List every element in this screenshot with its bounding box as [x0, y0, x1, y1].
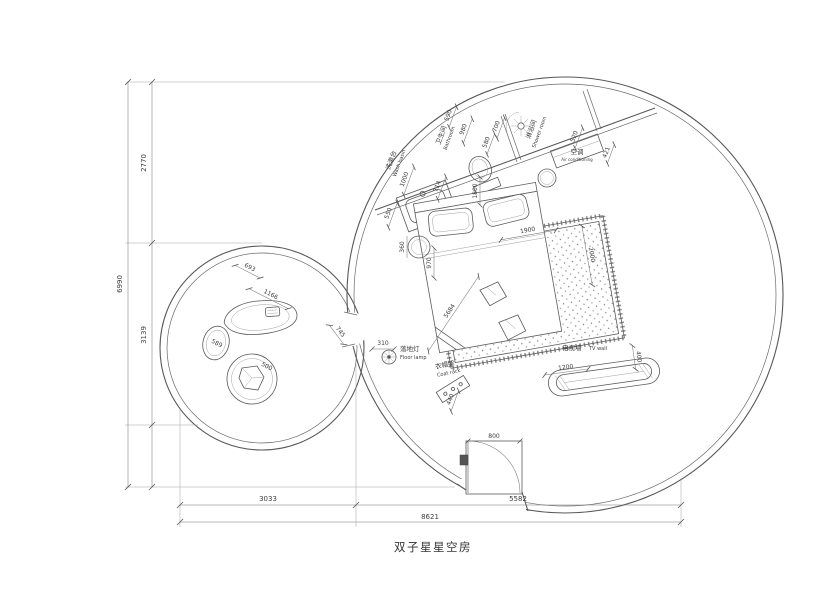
dim-bottom-left: 3033 — [259, 495, 277, 503]
shower-head-icon — [505, 111, 531, 136]
air-conditioner — [549, 133, 605, 169]
dim-2000: 2000 — [578, 223, 597, 288]
coat-rack-label: 衣帽架 Coat rack — [434, 358, 462, 379]
dim-800: 800 — [465, 433, 523, 444]
svg-text:580: 580 — [481, 136, 492, 149]
tv-wall-label: 电视墙 TV wall — [562, 343, 607, 352]
svg-text:Coat rack: Coat rack — [437, 368, 462, 379]
round-tub — [226, 353, 278, 405]
svg-text:落地灯: 落地灯 — [400, 344, 420, 353]
dim-714: 714 — [432, 173, 448, 203]
pillow-left — [427, 207, 474, 237]
annex-room-walls — [159, 245, 365, 451]
dim-310: 310 — [369, 340, 397, 352]
svg-text:421: 421 — [601, 146, 612, 159]
svg-text:2000: 2000 — [587, 247, 597, 263]
tub-pillow — [265, 306, 281, 317]
stool — [537, 168, 557, 188]
dim-left-upper: 2770 — [140, 154, 148, 172]
air-conditioner-label: 空调 Air conditioning — [561, 147, 593, 162]
svg-text:520: 520 — [569, 130, 580, 143]
dim-520: 520 — [569, 124, 585, 152]
svg-text:800: 800 — [488, 433, 500, 440]
side-stool — [202, 325, 230, 361]
junction-jamb-top — [343, 311, 358, 316]
dim-360: 360 — [399, 236, 408, 258]
dim-500: 500 — [260, 361, 274, 373]
door-vestibule — [465, 440, 523, 495]
dim-400: 400 — [629, 343, 643, 372]
svg-text:1000: 1000 — [399, 171, 411, 188]
lounge-tub — [223, 300, 298, 335]
svg-text:衣帽架: 衣帽架 — [434, 358, 455, 371]
bed — [412, 181, 563, 354]
svg-text:Floor lamp: Floor lamp — [400, 355, 427, 361]
main-room-walls — [346, 76, 784, 514]
dim-1900: 1900 — [498, 226, 559, 243]
svg-text:1900: 1900 — [520, 226, 536, 236]
junction-jamb-bottom — [341, 343, 356, 348]
dim-left-lower: 3139 — [140, 326, 148, 344]
faucet-icon — [419, 190, 426, 197]
dim-bottom-right: 5582 — [509, 495, 527, 503]
dim-589: 589 — [210, 338, 224, 350]
svg-text:Air conditioning: Air conditioning — [561, 157, 593, 162]
dim-1800: 1800 — [472, 174, 483, 208]
dim-1200: 1200 — [542, 363, 591, 379]
floor-lamp-label: 落地灯 Floor lamp — [400, 344, 427, 361]
carpet-cushions — [479, 281, 527, 341]
dimension-frame-bottom: 3033 5582 8621 — [176, 357, 685, 527]
bedside-table — [407, 235, 431, 259]
door-swing-arc — [467, 440, 521, 494]
svg-text:500: 500 — [260, 361, 274, 373]
dim-580: 580 — [481, 130, 497, 158]
main-outer-wall — [346, 76, 784, 514]
svg-text:970: 970 — [426, 257, 433, 269]
tv-wall — [548, 357, 660, 397]
door-frame-detail — [459, 454, 469, 466]
dim-980: 980 — [458, 115, 475, 147]
pillow-right — [482, 193, 530, 227]
blanket-fold — [434, 326, 466, 351]
svg-text:440: 440 — [445, 393, 456, 406]
svg-text:714: 714 — [432, 180, 443, 193]
annex-outer-wall — [159, 245, 365, 451]
svg-text:1200: 1200 — [558, 363, 574, 372]
dim-693: 693 — [231, 262, 264, 280]
svg-text:589: 589 — [210, 338, 224, 350]
dim-421: 421 — [601, 141, 617, 167]
dim-590: 590 — [443, 103, 459, 131]
dim-440: 440 — [445, 387, 461, 415]
svg-text:空调: 空调 — [571, 147, 584, 156]
svg-text:980: 980 — [458, 123, 469, 136]
annex-inner-wall — [166, 252, 358, 444]
svg-text:TV wall: TV wall — [588, 346, 607, 352]
dim-550: 550 — [383, 199, 400, 231]
svg-text:310: 310 — [377, 340, 389, 347]
entry-opening — [459, 479, 526, 513]
towel — [238, 365, 265, 391]
svg-text:550: 550 — [383, 207, 394, 220]
svg-text:590: 590 — [443, 109, 454, 122]
dim-970: 970 — [426, 245, 437, 281]
svg-text:700: 700 — [491, 120, 502, 133]
main-inner-wall — [353, 83, 777, 507]
drawing-title: 双子星星空房 — [394, 540, 472, 554]
bathroom-partition — [374, 88, 658, 216]
dim-bottom-total: 8621 — [421, 513, 439, 521]
dim-left-total: 6990 — [116, 275, 124, 293]
svg-text:电视墙: 电视墙 — [562, 343, 582, 352]
entry-door — [456, 440, 529, 512]
dim-1000: 1000 — [399, 163, 416, 199]
coat-rack — [435, 374, 471, 404]
floor-lamp — [381, 349, 397, 365]
svg-text:400: 400 — [634, 351, 643, 363]
svg-text:360: 360 — [399, 241, 406, 253]
junction-opening — [334, 312, 368, 346]
svg-text:1800: 1800 — [472, 183, 479, 198]
svg-text:693: 693 — [243, 262, 257, 274]
